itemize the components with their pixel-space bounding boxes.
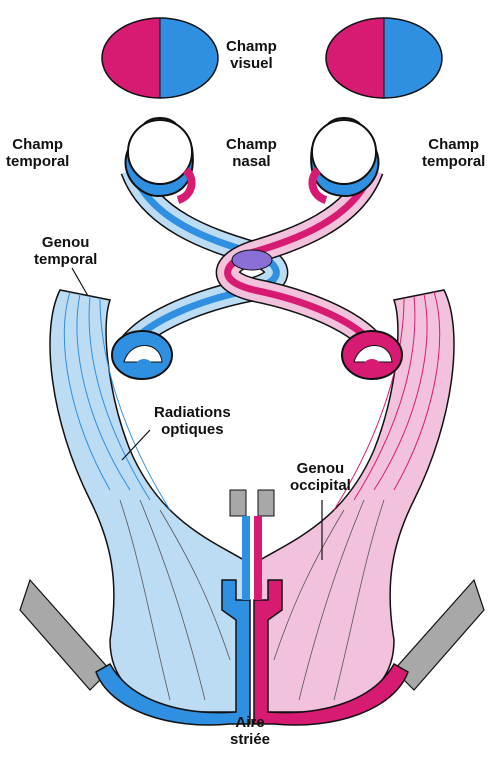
geniculate-body-left <box>112 331 172 379</box>
visual-field-left <box>100 16 222 102</box>
optic-chiasm <box>232 250 272 270</box>
pointer-genou-temporal <box>72 268 88 296</box>
visual-field-right <box>324 16 446 102</box>
geniculate-body-right <box>342 331 402 379</box>
